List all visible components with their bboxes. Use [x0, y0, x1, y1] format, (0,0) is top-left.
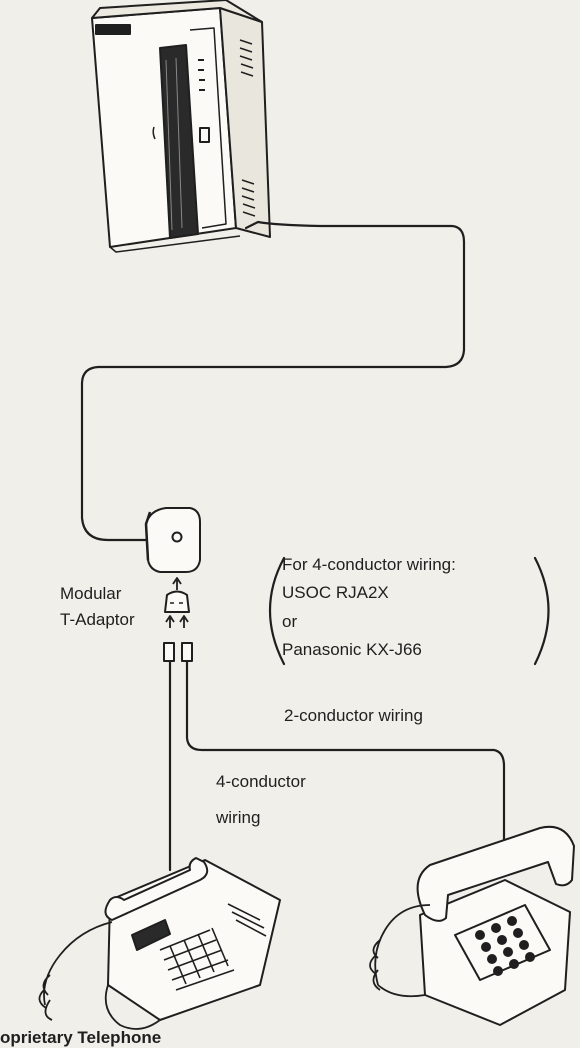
- main-cable: [80, 220, 466, 542]
- note-line-2: USOC RJA2X: [282, 583, 389, 602]
- two-conductor-cable: [185, 659, 506, 872]
- note-bracket-right: [533, 556, 550, 666]
- modular-label-line2: T-Adaptor: [60, 610, 135, 629]
- main-unit-icon: [91, 0, 271, 253]
- bottom-caption: Proprietary Telephone: [0, 1028, 162, 1047]
- single-line-telephone-icon: [369, 825, 575, 1026]
- four-conductor-label-line1: 4-conductor: [216, 772, 306, 791]
- proprietary-telephone-icon: [38, 857, 281, 1030]
- note-line-1: For 4-conductor wiring:: [282, 555, 456, 574]
- four-conductor-label-line2: wiring: [216, 808, 261, 827]
- two-conductor-label: 2-conductor wiring: [284, 706, 423, 725]
- note-line-4: Panasonic KX-J66: [282, 640, 422, 659]
- note-bracket-left: [269, 556, 286, 666]
- note-line-3: or: [282, 612, 298, 631]
- modular-t-adaptor-icon: [144, 507, 201, 662]
- modular-label-line1: Modular: [60, 584, 122, 603]
